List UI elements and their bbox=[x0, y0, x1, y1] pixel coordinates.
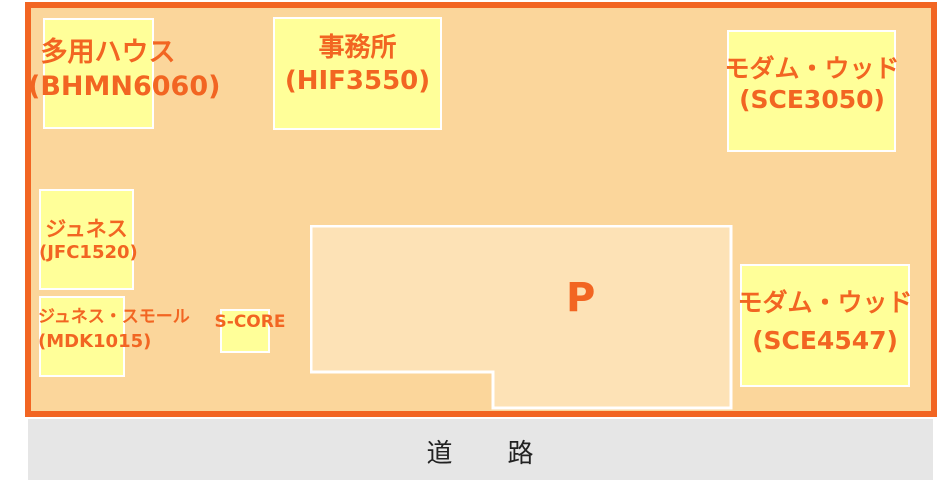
parking-lot bbox=[310, 225, 733, 410]
building-label: 事務所(HIF3550) bbox=[273, 32, 442, 97]
road: 道 路 bbox=[28, 419, 933, 480]
building-code: (HIF3550) bbox=[284, 65, 431, 96]
building-name: ジュネス bbox=[45, 217, 128, 241]
building-code: (MDK1015) bbox=[38, 331, 152, 353]
building-name: モダム・ウッド bbox=[724, 54, 900, 83]
building-modam-wood-1 bbox=[727, 30, 896, 152]
building-name: S-CORE bbox=[214, 312, 286, 332]
road-label: 道 路 bbox=[426, 439, 535, 469]
building-code: (BHMN6060) bbox=[28, 70, 221, 102]
building-label: モダム・ウッド(SCE3050) bbox=[712, 53, 912, 116]
building-label: ジュネス(JFC1520) bbox=[39, 216, 138, 265]
parking-label: P bbox=[566, 275, 596, 321]
building-name: 事務所 bbox=[318, 33, 397, 63]
building-label: ジュネス・スモール (MDK1015) bbox=[38, 307, 190, 354]
building-junesse bbox=[39, 189, 134, 290]
building-modam-wood-2 bbox=[740, 264, 910, 387]
building-s-core bbox=[220, 309, 270, 353]
building-label: 多用ハウス(BHMN6060) bbox=[28, 36, 221, 104]
building-name: モダム・ウッド bbox=[737, 288, 913, 317]
building-multipurpose-house bbox=[43, 18, 154, 129]
building-name: ジュネス・スモール bbox=[38, 307, 190, 327]
building-junesse-small bbox=[39, 296, 125, 377]
building-office bbox=[273, 17, 442, 130]
building-code: (SCE3050) bbox=[739, 85, 885, 115]
building-name: 多用ハウス bbox=[40, 37, 176, 68]
building-code: (JFC1520) bbox=[39, 242, 138, 264]
building-label: モダム・ウッド (SCE4547) bbox=[725, 284, 925, 359]
building-code: (SCE4547) bbox=[752, 325, 898, 355]
